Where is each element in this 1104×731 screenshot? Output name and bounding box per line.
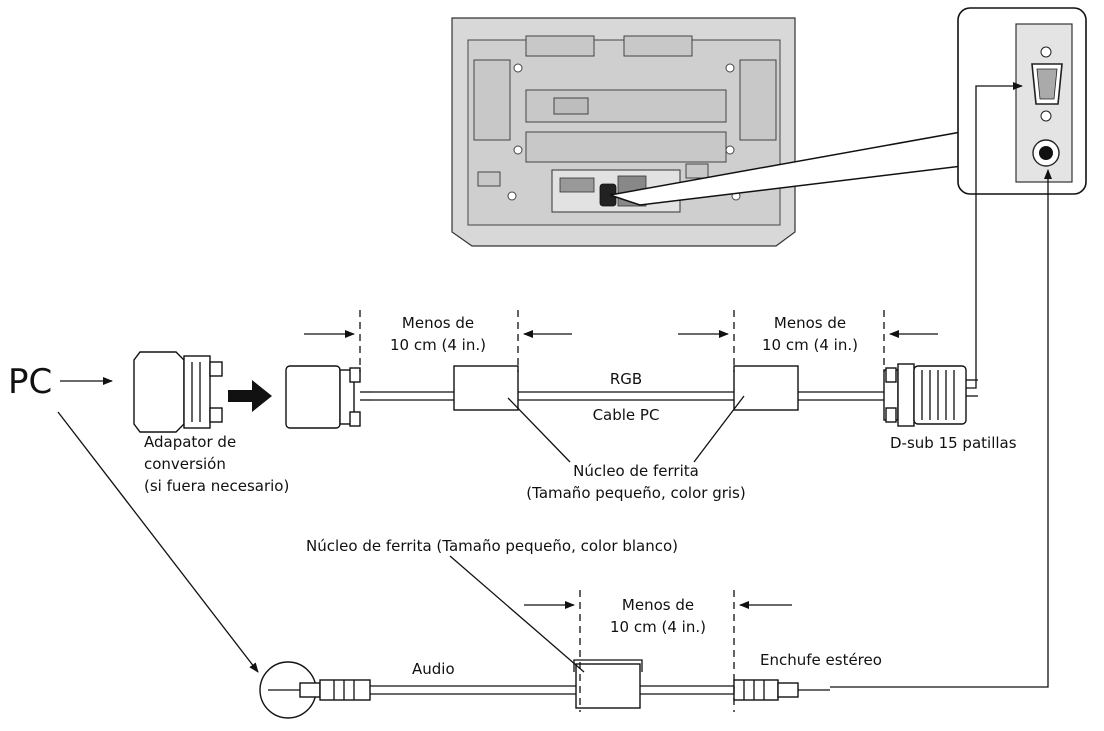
distance-label-1-value: 10 cm (4 in.) (390, 336, 486, 354)
adapter-label-line2: conversión (144, 455, 226, 473)
audio-connection-line (830, 169, 1052, 688)
ferrite-core-white (573, 659, 643, 709)
rgb-label: RGB (610, 370, 642, 388)
adapter-label-line3: (si fuera necesario) (144, 477, 289, 495)
distance-label-2-value: 10 cm (4 in.) (762, 336, 858, 354)
pc-cable-right-plug (883, 363, 978, 427)
ferrite-gray-label-line1: Núcleo de ferrita (573, 462, 699, 480)
stereo-plug-label: Enchufe estéreo (760, 651, 882, 669)
distance-label-3-title: Menos de (622, 596, 694, 614)
pc-cable-left-plug (285, 365, 372, 429)
distance-label-2-title: Menos de (774, 314, 846, 332)
bold-plug-arrow (228, 380, 272, 412)
audio-label: Audio (412, 660, 455, 678)
dsub-label: D-sub 15 patillas (890, 434, 1017, 452)
rgb-connection-line (966, 82, 1023, 389)
terminal-inset (957, 7, 1087, 195)
pc-to-audio-arrow (57, 411, 259, 673)
tv-rear-panel (451, 17, 796, 247)
ferrite-white-label: Núcleo de ferrita (Tamaño pequeño, color… (306, 537, 678, 555)
stereo-plug (733, 679, 830, 701)
dsub-port-icon (1031, 46, 1063, 122)
conversion-adapter (133, 351, 223, 433)
cable-pc-label: Cable PC (593, 406, 660, 424)
distance-label-3-value: 10 cm (4 in.) (610, 618, 706, 636)
ferrite-gray-label-line2: (Tamaño pequeño, color gris) (526, 484, 745, 502)
audio-jack-icon (1032, 139, 1060, 167)
ferrite-core-gray-right (733, 365, 799, 411)
pc-label: PC (8, 362, 52, 402)
ferrite-core-gray-left (453, 365, 519, 411)
distance-label-1-title: Menos de (402, 314, 474, 332)
audio-pc-plug (259, 661, 371, 719)
adapter-label-line1: Adapator de (144, 433, 236, 451)
